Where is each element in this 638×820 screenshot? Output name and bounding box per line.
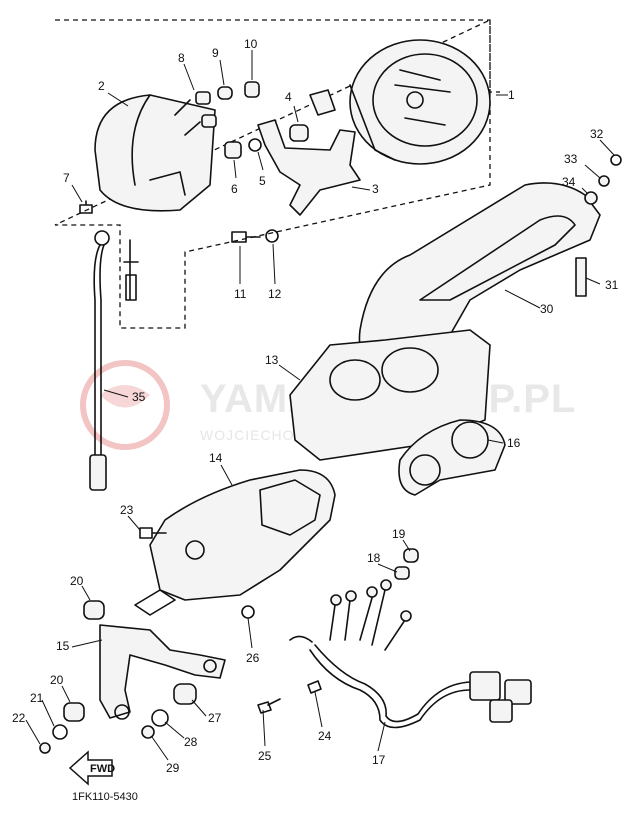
callout-9: 9 — [212, 46, 219, 60]
grommet-part — [224, 141, 242, 159]
screw-23-part — [139, 527, 167, 539]
bolt-part — [231, 231, 261, 243]
callout-6: 6 — [231, 182, 238, 196]
callout-21: 21 — [30, 691, 44, 705]
screw-24-part — [307, 680, 322, 694]
callout-32: 32 — [590, 127, 604, 141]
assembly-outline — [54, 18, 500, 329]
callout-13: 13 — [265, 353, 279, 367]
callout-35: 35 — [132, 390, 146, 404]
watermark-logo-icon — [80, 360, 170, 450]
bracket-clip — [309, 89, 336, 116]
callout-1: 1 — [508, 88, 515, 102]
callout-11: 11 — [234, 287, 247, 301]
wire-harness — [289, 579, 532, 729]
speedometer-cable — [89, 230, 139, 491]
meter-base — [149, 469, 336, 601]
callout-3: 3 — [372, 182, 379, 196]
callout-20-upper: 20 — [70, 574, 84, 588]
bulb-18-part — [394, 566, 410, 580]
callout-33: 33 — [564, 152, 578, 166]
callout-23: 23 — [120, 503, 134, 517]
lower-bracket — [99, 624, 226, 719]
bolt-washer-part — [265, 229, 279, 243]
callouts: 1 2 3 4 5 6 7 8 9 10 11 12 13 14 15 16 1… — [12, 37, 619, 775]
forward-arrow-label: FWD — [90, 763, 115, 775]
callout-18: 18 — [367, 551, 381, 565]
callout-2: 2 — [98, 79, 105, 93]
damper-lower-part — [63, 702, 85, 722]
meter-base-hole — [185, 540, 205, 560]
speedometer-gauge — [349, 39, 491, 165]
cover-damper-part — [575, 257, 587, 297]
nut-part — [39, 742, 51, 754]
callout-29: 29 — [166, 761, 180, 775]
callout-28: 28 — [184, 735, 198, 749]
meter-base-tab — [134, 589, 176, 616]
callout-4: 4 — [285, 90, 292, 104]
washer-26-part — [241, 605, 255, 619]
callout-27: 27 — [208, 711, 222, 725]
cover-collar-part — [584, 191, 598, 205]
bulb-part — [217, 86, 233, 100]
washer-28-part — [151, 709, 169, 727]
callout-24: 24 — [318, 729, 332, 743]
leader-lines — [25, 50, 615, 761]
forward-arrow-icon: FWD — [68, 750, 115, 786]
callout-30: 30 — [540, 302, 554, 316]
meter-case-socket-right — [381, 347, 439, 393]
bulb-19-part — [403, 548, 419, 563]
callout-19: 19 — [392, 527, 406, 541]
callout-7: 7 — [63, 171, 70, 185]
callout-31: 31 — [605, 278, 619, 292]
nut-29-part — [141, 725, 155, 739]
callout-5: 5 — [259, 174, 266, 188]
lower-bracket-hole — [203, 659, 217, 673]
washer-part — [248, 138, 262, 152]
damper-27-part — [173, 683, 197, 705]
meter-base-cells — [259, 479, 321, 536]
callout-17: 17 — [372, 753, 386, 767]
collar-part — [52, 724, 68, 740]
damper-upper-part — [83, 600, 105, 620]
callout-15: 15 — [56, 639, 70, 653]
callout-20-lower: 20 — [50, 673, 64, 687]
screw-part — [79, 200, 93, 214]
callout-26: 26 — [246, 651, 260, 665]
callout-8: 8 — [178, 51, 185, 65]
bulb-cap-part — [244, 81, 260, 98]
screw-25-part — [257, 698, 281, 714]
callout-34: 34 — [562, 175, 576, 189]
callout-12: 12 — [268, 287, 282, 301]
callout-14: 14 — [209, 451, 223, 465]
cover-screw-part — [610, 154, 622, 166]
gauge-housing — [94, 94, 216, 212]
cover-nut-part — [598, 175, 610, 187]
figure-code: 1FK110-5430 — [72, 791, 138, 803]
meter-case-socket-left — [329, 359, 381, 401]
gauge-bracket — [257, 119, 361, 216]
damper-part — [289, 124, 309, 142]
callout-22: 22 — [12, 711, 26, 725]
callout-16: 16 — [507, 436, 521, 450]
lower-bracket-hole-2 — [114, 704, 130, 720]
callout-25: 25 — [258, 749, 272, 763]
callout-10: 10 — [244, 37, 258, 51]
meter-cover-window — [419, 215, 576, 301]
bulb-sockets — [174, 91, 217, 136]
